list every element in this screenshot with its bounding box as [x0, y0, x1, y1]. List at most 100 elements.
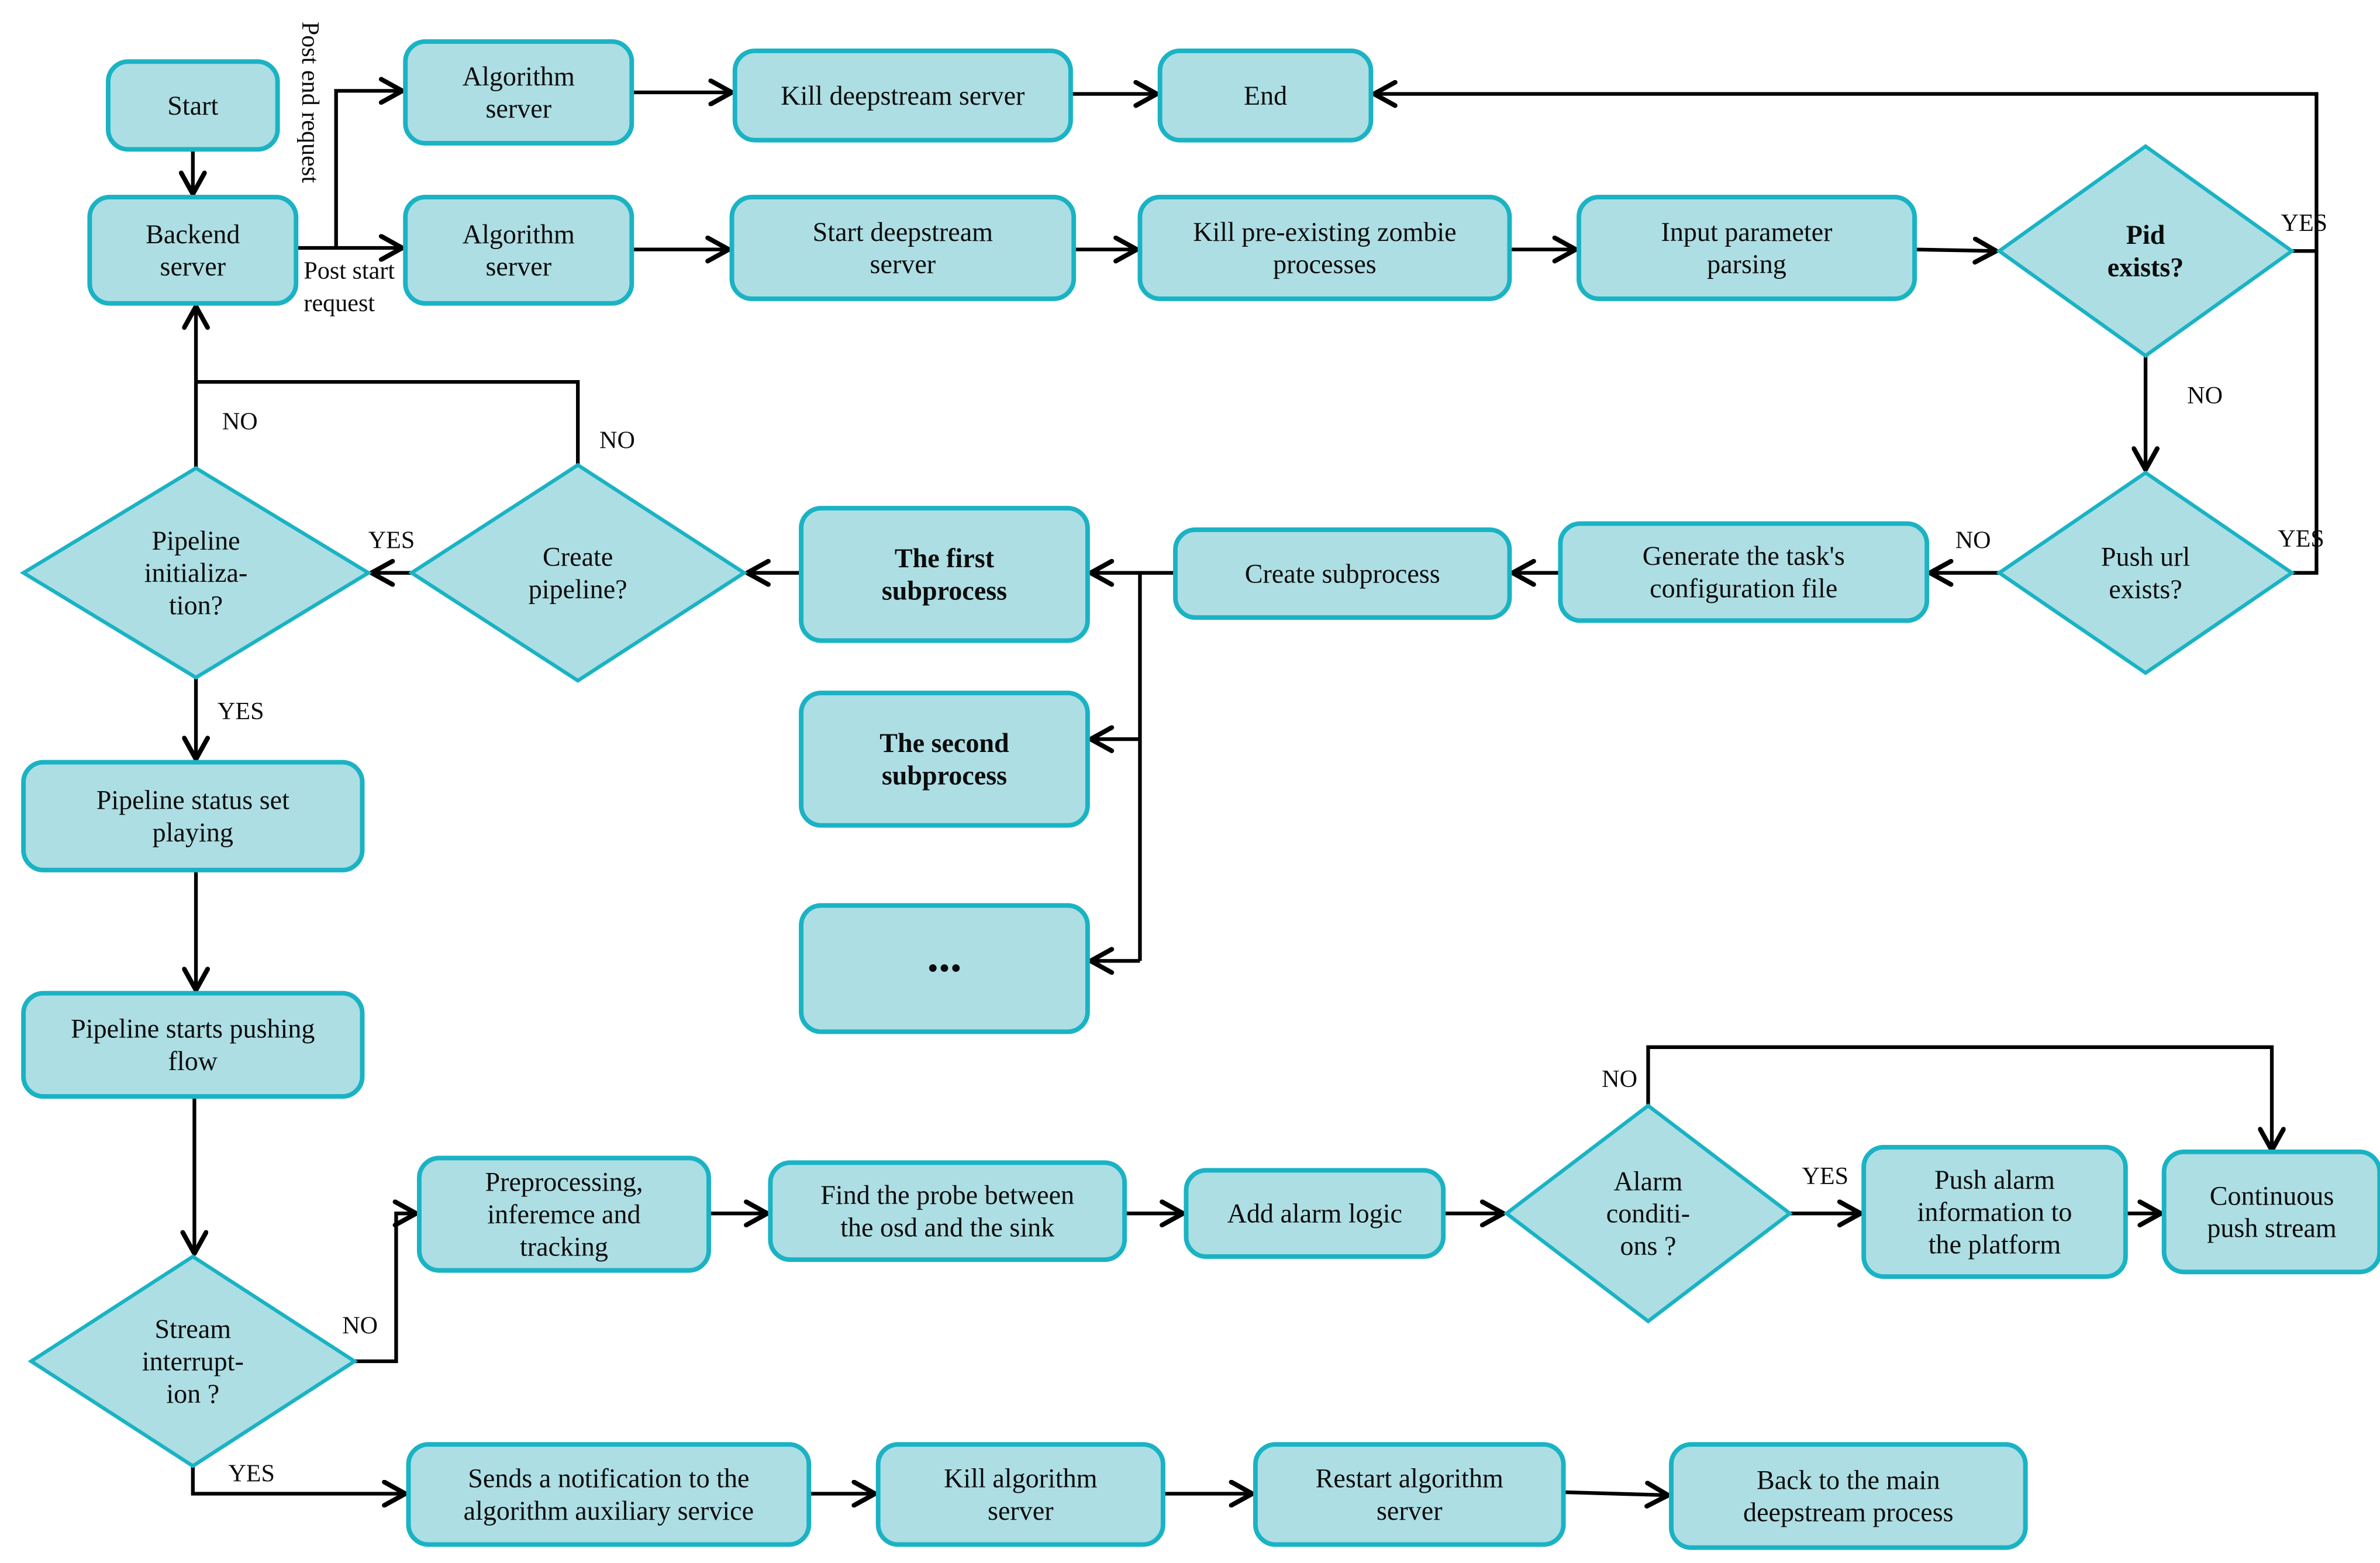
node-push-url-exists-shape: [1996, 470, 2295, 675]
node-continuous-push-stream-shape: [2161, 1149, 2380, 1275]
node-start: Start: [106, 59, 280, 152]
node-stream-interruption-shape: [27, 1254, 358, 1468]
edge-inputparam-pid: [1915, 250, 1996, 251]
edge-post-end-branch: [334, 91, 402, 248]
node-create-subprocess-shape: [1173, 527, 1512, 620]
node-first-subprocess-shape: [799, 506, 1090, 643]
node-input-parameter-parsing-shape: [1577, 195, 1917, 301]
label-yes-pid: YES: [2281, 209, 2328, 237]
edge-restart-backmain: [1563, 1492, 1668, 1495]
node-end-shape: [1157, 48, 1374, 143]
node-second-subprocess-shape: [799, 691, 1090, 828]
edge-stream-no-preprocessing: [354, 1213, 416, 1364]
node-add-alarm-logic-label: Add alarm logic: [1227, 1199, 1402, 1229]
node-add-alarm-logic: Add alarm logic: [1184, 1168, 1446, 1259]
edge-yes-rail-end: [1374, 94, 2319, 575]
node-algorithm-server-1-shape: [403, 39, 634, 146]
node-pipeline-pushing-flow-shape: [21, 991, 365, 1099]
node-pid-exists-shape: [1996, 144, 2295, 358]
node-start-shape: [106, 59, 280, 152]
label-post-end-request: Post end request: [296, 22, 324, 183]
node-end-label: End: [1244, 81, 1287, 111]
node-more-subprocesses-label: ...: [927, 931, 961, 982]
node-kill-deepstream-server-label: Kill deepstream server: [781, 81, 1025, 111]
node-back-main-deepstream-shape: [1669, 1442, 2028, 1550]
node-find-probe-shape: [768, 1160, 1127, 1262]
node-algorithm-server-2-shape: [403, 195, 634, 306]
node-preprocessing-shape: [416, 1155, 711, 1273]
node-more-subprocesses: ...: [799, 903, 1090, 1034]
label-no-pushurl: NO: [1955, 527, 1991, 554]
edge-createpipeline-no: [196, 379, 580, 465]
node-more-subprocesses-shape: [799, 903, 1090, 1034]
node-restart-algorithm-server-shape: [1253, 1442, 1566, 1547]
label-yes-pipelineinit: YES: [218, 698, 264, 725]
edges-layer: [191, 91, 2319, 1495]
node-create-subprocess: Create subprocess: [1173, 527, 1512, 620]
node-alarm-conditions-shape: [1503, 1103, 1793, 1324]
label-yes-pushurl: YES: [2278, 525, 2324, 553]
label-yes-alarm: YES: [1802, 1162, 1849, 1190]
node-backend-server-shape: [87, 195, 299, 306]
label-yes-createpipeline: YES: [368, 527, 415, 554]
node-kill-algorithm-server-shape: [875, 1442, 1165, 1547]
label-no-alarm: NO: [1602, 1065, 1637, 1093]
label-no-pipelineinit: NO: [222, 408, 258, 436]
node-create-subprocess-label: Create subprocess: [1245, 558, 1440, 588]
label-no-pid: NO: [2187, 382, 2223, 409]
node-add-alarm-logic-shape: [1184, 1168, 1446, 1259]
node-pipeline-status-playing-shape: [21, 760, 365, 872]
label-no-createpipeline: NO: [599, 426, 635, 454]
node-kill-deepstream-server: Kill deepstream server: [732, 48, 1073, 143]
node-pipeline-initialization-shape: [20, 465, 372, 680]
label-yes-stream: YES: [228, 1460, 275, 1487]
node-kill-deepstream-server-shape: [732, 48, 1073, 143]
edge-stream-yes-notification: [191, 1466, 405, 1493]
edge-alarm-no-continuous: [1646, 1045, 2272, 1150]
node-start-label: Start: [167, 91, 218, 120]
node-start-deepstream-server-shape: [729, 195, 1077, 301]
